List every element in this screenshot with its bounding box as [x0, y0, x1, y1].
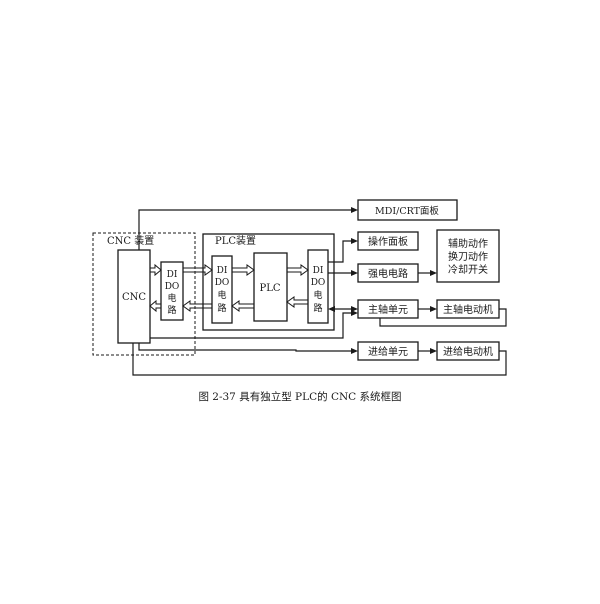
cnc-block: CNC — [117, 249, 151, 344]
arrow-head — [351, 348, 358, 354]
cnc-to-mdi-line — [138, 209, 352, 250]
bus-arrow — [286, 264, 309, 276]
cnc-device-frame: CNC 装置 — [92, 232, 196, 356]
feed-feedback-line — [132, 343, 507, 376]
plc-device-frame: PLC装置 — [202, 233, 335, 331]
dido-line-2: DO — [165, 282, 180, 292]
figure-caption: 图 2-37 具有独立型 PLC的 CNC 系统框图 — [198, 390, 401, 403]
dido-line-4: 路 — [217, 302, 226, 314]
plc-label: PLC — [259, 283, 280, 294]
spindle-unit-box: 主轴单元 — [357, 299, 419, 319]
arrow-head — [351, 310, 358, 316]
feed-motor-box: 进给电动机 — [436, 341, 500, 361]
plc-device-label: PLC装置 — [215, 234, 256, 247]
arrow-head — [351, 306, 358, 312]
cnc-to-feed-line — [138, 343, 352, 352]
dido-line-3: 电 — [313, 289, 322, 301]
plc-block: PLC — [253, 252, 288, 322]
plc-output-dido-block: DI DO 电 路 — [307, 249, 329, 324]
arrow-head — [430, 348, 437, 354]
strong-circuit-label: 强电电路 — [368, 267, 408, 280]
dido-line-1: DI — [167, 270, 178, 280]
dido-line-3: 电 — [167, 292, 176, 304]
arrow-head — [430, 306, 437, 312]
spindle-motor-label: 主轴电动机 — [443, 303, 493, 316]
operator-panel-box: 操作面板 — [357, 231, 419, 251]
cnc-label: CNC — [122, 292, 146, 303]
arrow-head — [351, 270, 358, 276]
feed-unit-label: 进给单元 — [368, 345, 408, 358]
cnc-dido-block: DI DO 电 路 — [160, 261, 184, 321]
mdi-crt-panel-box: MDI/CRT面板 — [357, 199, 458, 221]
connection-lines — [132, 207, 507, 376]
aux-line-3: 冷却开关 — [448, 263, 488, 276]
bus-arrow — [231, 264, 255, 276]
dido-line-3: 电 — [217, 289, 226, 301]
bus-arrow — [182, 264, 213, 276]
strong-circuit-box: 强电电路 — [357, 263, 419, 283]
mdi-crt-label: MDI/CRT面板 — [375, 205, 439, 217]
arrow-head — [351, 238, 358, 244]
cnc-to-spindle-line — [150, 312, 352, 339]
spindle-unit-label: 主轴单元 — [368, 303, 408, 316]
cnc-device-label: CNC 装置 — [107, 234, 154, 247]
plc-input-dido-block: DI DO 电 路 — [211, 255, 233, 324]
dido-line-1: DI — [313, 266, 324, 276]
aux-line-1: 辅助动作 — [448, 237, 488, 250]
feed-motor-label: 进给电动机 — [443, 345, 493, 358]
bus-arrows — [149, 263, 309, 313]
spindle-feedback-line — [379, 308, 507, 327]
bus-arrow — [149, 263, 162, 277]
dido-line-2: DO — [215, 278, 230, 288]
operator-panel-label: 操作面板 — [368, 235, 408, 248]
dido-line-2: DO — [311, 278, 326, 288]
dido-line-4: 路 — [167, 304, 176, 316]
spindle-motor-box: 主轴电动机 — [436, 299, 500, 319]
arrow-head — [430, 270, 437, 276]
arrow-head — [328, 306, 335, 312]
arrow-head — [351, 207, 358, 213]
dido-line-1: DI — [217, 266, 228, 276]
bus-arrow — [182, 300, 213, 312]
aux-line-2: 换刀动作 — [448, 250, 488, 263]
feed-unit-box: 进给单元 — [357, 341, 419, 361]
dido-to-operator-line — [328, 240, 352, 263]
auxiliary-actions-box: 辅助动作 换刀动作 冷却开关 — [436, 229, 500, 283]
bus-arrow — [231, 300, 255, 312]
bus-arrow — [286, 296, 309, 308]
bus-arrow — [149, 299, 162, 313]
dido-line-4: 路 — [313, 302, 322, 314]
